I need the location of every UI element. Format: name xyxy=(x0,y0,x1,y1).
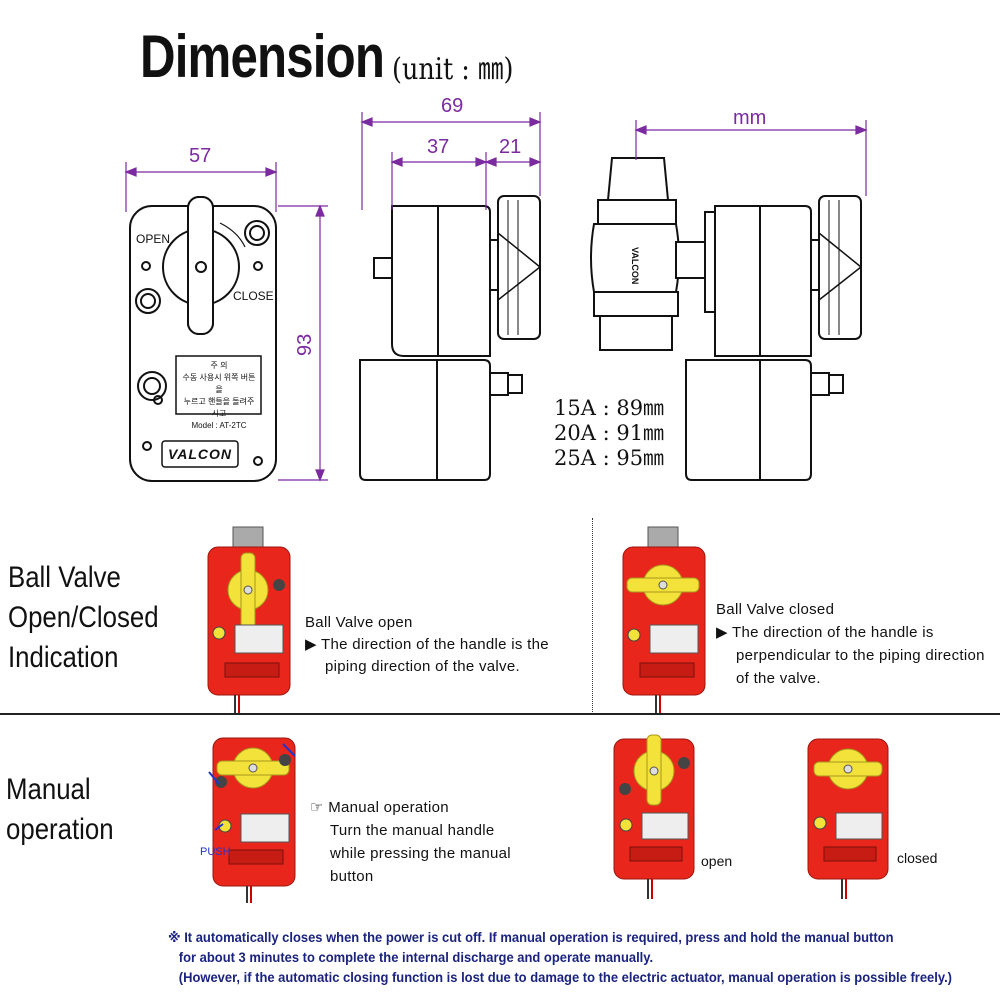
footnote-line-2: for about 3 minutes to complete the inte… xyxy=(168,950,654,965)
open-desc-1: ▶ The direction of the handle is the xyxy=(305,636,549,653)
footnote-line-1: ※ It automatically closes when the power… xyxy=(168,930,894,945)
dimension-drawings xyxy=(124,112,868,482)
manual-closed-label: closed xyxy=(897,850,938,866)
closed-desc-1: ▶ The direction of the handle is xyxy=(716,624,934,641)
close-label: CLOSE xyxy=(233,289,274,303)
open-desc-2: piping direction of the valve. xyxy=(325,658,520,675)
closed-caption: Ball Valve closed xyxy=(716,601,835,618)
footnote: ※ It automatically closes when the power… xyxy=(168,928,952,988)
manual-desc-2: Turn the manual handle xyxy=(330,822,495,839)
actuator-open-photo xyxy=(207,526,291,713)
unit-label: (unit : ㎜) xyxy=(392,52,514,87)
warning-plate: 주 의 수동 사용시 위쪽 버튼을 누르고 핸들을 돌려주시고 Model : … xyxy=(180,360,258,432)
valve-brand: VALCON xyxy=(630,247,640,285)
manual-closed-photo xyxy=(807,738,889,899)
manual-desc-1: ☞ Manual operation xyxy=(310,799,449,816)
manual-open-label: open xyxy=(701,853,733,869)
actuator-manual-photo xyxy=(208,737,296,903)
dim-side-knob: 21 xyxy=(499,136,522,158)
indication-title: Ball Valve Open/Closed Indication xyxy=(8,561,159,674)
dim-side-body: 37 xyxy=(427,136,450,158)
manual-title: Manual operation xyxy=(6,773,114,846)
plate-model: Model : AT-2TC xyxy=(191,421,247,430)
dim-assembly: mm xyxy=(733,107,767,129)
brand-logo: VALCON xyxy=(167,446,233,462)
closed-desc-3: of the valve. xyxy=(736,670,821,687)
plate-line-2: 누르고 핸들을 돌려주시고 xyxy=(183,397,255,418)
actuator-closed-photo xyxy=(622,526,706,713)
footnote-line-3: (However, if the automatic closing funct… xyxy=(168,970,953,985)
size-table: 15A : 89㎜ 20A : 91㎜ 25A : 95㎜ xyxy=(554,396,664,471)
manual-desc-3: while pressing the manual xyxy=(330,845,511,862)
open-label: OPEN xyxy=(136,232,171,246)
plate-line-1: 수동 사용시 위쪽 버튼을 xyxy=(182,373,256,394)
closed-desc-2: perpendicular to the piping direction xyxy=(736,647,985,664)
dim-front-height: 93 xyxy=(294,333,316,356)
side-view xyxy=(359,195,542,481)
page-title: Dimension xyxy=(140,23,385,90)
section-divider-horizontal xyxy=(0,713,1000,715)
open-caption: Ball Valve open xyxy=(305,614,413,631)
manual-desc-4: button xyxy=(330,868,374,885)
size-row: 15A : 89㎜ xyxy=(554,396,665,420)
assembly-view xyxy=(590,157,863,481)
plate-title: 주 의 xyxy=(210,361,228,370)
manual-open-photo xyxy=(613,734,695,899)
section-divider-vertical xyxy=(592,518,593,714)
size-row: 25A : 95㎜ xyxy=(554,446,665,470)
front-view xyxy=(129,196,277,482)
push-label: PUSH xyxy=(200,846,231,858)
size-row: 20A : 91㎜ xyxy=(554,421,665,445)
dim-front-width: 57 xyxy=(189,145,212,167)
dim-side-total: 69 xyxy=(441,95,464,117)
